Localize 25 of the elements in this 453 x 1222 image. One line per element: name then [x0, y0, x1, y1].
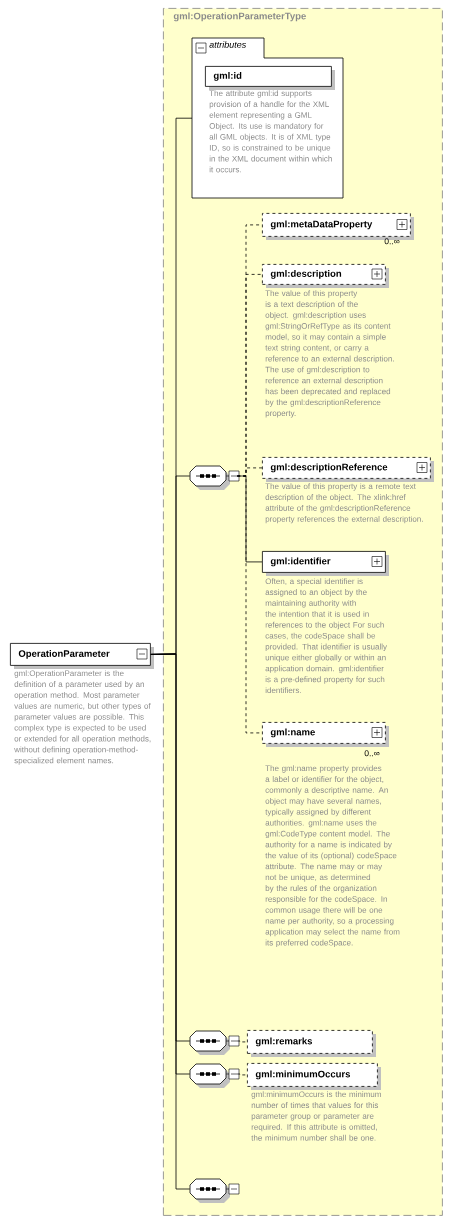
connector [150, 653, 191, 1190]
description-text: gml:OperationParameter is the definition of a parameter used by an operation method. Most parameter values are numeric, but other types of parameter values are possible. This complex type is expected to be used or extended for all operation methods, without defining operation-method-specialized element names. [14, 670, 151, 765]
element-box: gml:descriptionReference [262, 457, 434, 482]
description-text: Often, a special identifier is assigned to an object by the maintaining authority with the intention that it is used in references to the object For such cases, the codeSpace shall be provided. That identifier is usually unique either globally or within an application domain. gml:identifier is a pre-defined property for such identifiers. [265, 578, 387, 694]
element-box: gml:description [262, 264, 389, 288]
sequence-symbol [189, 1178, 240, 1203]
cardinality-label: 0..∞ [364, 750, 380, 757]
sequence-symbol [189, 1063, 240, 1088]
description-text: gml:minimumOccurs is the minimum number of times that values for this parameter group or parameter are required. If this attribute is omitted, the minimum number shall be one. [251, 1091, 381, 1141]
element-box: gml:minimumOccurs [247, 1063, 381, 1090]
connector [236, 1040, 248, 1043]
element-box: OperationParameter [10, 643, 154, 669]
description-text: The attribute gml:id supports provision of a handle for the XML element representing a GML Object. Its use is mandatory for all GML objects. It is of XML type ID, so is constrained to be unique in the XML document within which it occurs. [209, 90, 332, 173]
sequence-symbol [189, 465, 240, 490]
sequence-symbol [189, 1030, 240, 1055]
description-text: The value of this property is a text description of the object. gml:description uses gml:StringOrRefType as its content model, so it may contain a simple text string content, or carry a reference to an external description. The use of gml:description to reference an external description has been deprecated and replaced by the gml:descriptionReference property. [265, 290, 394, 418]
element-box: gml:name [262, 722, 389, 747]
description-text: The value of this property is a remote text description of the object. The xlink:href attribute of the gml:descriptionReference property references the external description. [265, 483, 423, 524]
connector [236, 1073, 248, 1076]
description-text: The gml:name property provides a label or identifier for the object, commonly a descriptive name. An object may have several names, typically assigned by different authorities. gml:name uses the gml:CodeType content model. The authority for a name is indicated by the value of its (optional) codeSpace attribute. The name may or may not be unique, as determined by the rules of the organization responsible for the codeSpace. In common usage there will be one name per authority, so a processing application may select the name from its preferred codeSpace. [265, 765, 400, 948]
cardinality-label: 0..∞ [384, 238, 400, 245]
element-box: gml:id [205, 66, 335, 90]
element-box: gml:remarks [247, 1030, 376, 1057]
connector [236, 475, 263, 734]
element-box: gml:identifier [262, 551, 389, 576]
